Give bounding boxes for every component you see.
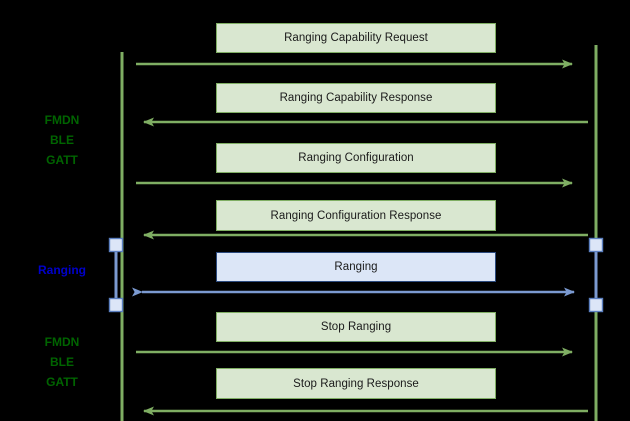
phase-label-ranging: Ranging: [38, 263, 86, 277]
message-box-ranging-capability-response[interactable]: Ranging Capability Response: [216, 83, 496, 113]
message-box-ranging[interactable]: Ranging: [216, 252, 496, 282]
activation-node-left-bottom: [108, 297, 124, 313]
message-box-ranging-capability-request[interactable]: Ranging Capability Request: [216, 23, 496, 53]
phase-label-fmdn-bottom: FMDN BLE GATT: [44, 335, 80, 389]
activation-node-right-top: [588, 237, 604, 253]
message-box-ranging-configuration[interactable]: Ranging Configuration: [216, 143, 496, 173]
message-box-ranging-configuration-response[interactable]: Ranging Configuration Response: [216, 200, 496, 231]
activation-node-left-top: [108, 237, 124, 253]
message-box-stop-ranging-response[interactable]: Stop Ranging Response: [216, 368, 496, 399]
message-box-stop-ranging[interactable]: Stop Ranging: [216, 312, 496, 342]
phase-label-fmdn-top: FMDN BLE GATT: [44, 113, 80, 167]
activation-node-right-bottom: [588, 297, 604, 313]
